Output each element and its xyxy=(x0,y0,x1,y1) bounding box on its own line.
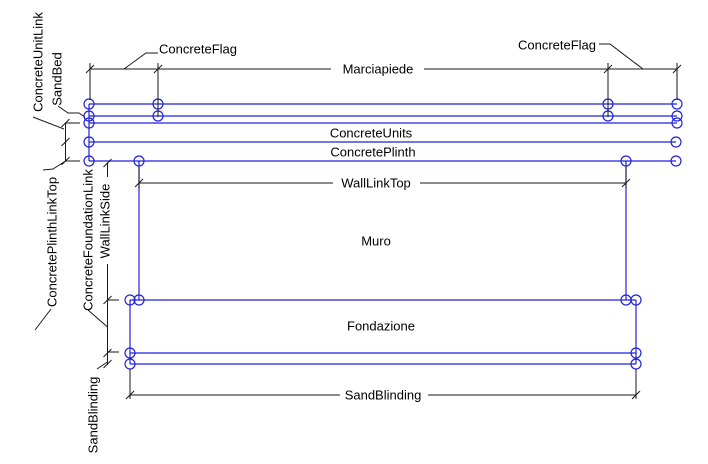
label-concrete-unit-link: ConcreteUnitLink xyxy=(31,12,46,112)
leader-concrete-unit-link xyxy=(32,116,65,130)
leader-sand-bed xyxy=(57,105,86,118)
label-marciapiede: Marciapiede xyxy=(343,62,414,77)
hotspot-node[interactable] xyxy=(124,294,136,306)
label-concrete-units: ConcreteUnits xyxy=(330,126,413,141)
hotspot-node[interactable] xyxy=(671,110,683,122)
leader-concrete-foundation-link xyxy=(87,309,108,328)
leader-sand-blinding xyxy=(96,361,108,370)
label-sand-blinding-dimension: SandBlinding xyxy=(345,388,422,403)
tick-mark xyxy=(61,118,70,128)
tick-mark xyxy=(125,390,135,400)
leader-concrete-plinth-link-top-stub xyxy=(34,308,52,331)
tick-mark xyxy=(621,178,631,188)
tick-mark xyxy=(85,64,95,74)
label-sand-bed: SandBed xyxy=(50,52,65,106)
hotspot-node[interactable] xyxy=(671,117,683,129)
hotspot-node[interactable] xyxy=(83,98,95,110)
hotspot-node[interactable] xyxy=(133,294,145,306)
label-wall-link-side: WallLinkSide xyxy=(98,184,113,259)
leader-lines xyxy=(32,43,644,370)
label-concrete-foundation-link: ConcreteFoundationLink xyxy=(81,169,96,311)
tick-mark xyxy=(103,359,112,369)
plinth-layer-ladder xyxy=(61,118,80,166)
dimension-wall-link-top xyxy=(134,167,631,188)
hotspot-node[interactable] xyxy=(83,136,95,148)
dimension-sand-blinding xyxy=(125,369,641,400)
hotspot-node[interactable] xyxy=(630,294,642,306)
label-wall-link-top: WallLinkTop xyxy=(341,176,411,191)
label-concrete-plinth: ConcretePlinth xyxy=(330,145,415,160)
label-concrete-plinth-link-top: ConcretePlinthLinkTop xyxy=(45,177,60,307)
tick-mark xyxy=(672,64,682,74)
tick-mark xyxy=(603,64,613,74)
tick-mark xyxy=(134,178,144,188)
label-concrete-flag-right: ConcreteFlag xyxy=(518,38,596,53)
tick-mark xyxy=(103,158,112,168)
tick-mark xyxy=(631,390,641,400)
hotspot-node[interactable] xyxy=(124,347,136,359)
label-concrete-flag-left: ConcreteFlag xyxy=(159,42,237,57)
dimension-marciapiede xyxy=(85,63,682,117)
label-sand-blinding: SandBlinding xyxy=(86,377,101,454)
hotspot-node[interactable] xyxy=(83,155,95,167)
tick-mark xyxy=(61,137,70,147)
hotspot-node[interactable] xyxy=(670,155,682,167)
label-fondazione: Fondazione xyxy=(347,319,415,334)
leader-concrete-plinth-link-top xyxy=(42,160,66,171)
tick-mark xyxy=(103,348,112,358)
hotspot-node[interactable] xyxy=(620,155,632,167)
tick-mark xyxy=(103,295,112,305)
hotspot-node[interactable] xyxy=(83,117,95,129)
hotspot-node[interactable] xyxy=(630,347,642,359)
hotspot-node[interactable] xyxy=(133,155,145,167)
dimension-wall-link-side xyxy=(103,158,119,369)
label-muro: Muro xyxy=(361,234,391,249)
hotspot-node[interactable] xyxy=(670,136,682,148)
leader-concrete-flag-right xyxy=(599,43,644,70)
text-labels: Marciapiede ConcreteFlag ConcreteFlag Co… xyxy=(159,38,596,403)
tick-mark xyxy=(153,64,163,74)
rotated-text-labels: ConcreteUnitLink SandBed ConcretePlinthL… xyxy=(31,12,113,454)
leader-concrete-flag-left xyxy=(123,52,158,70)
tick-mark xyxy=(61,156,70,166)
